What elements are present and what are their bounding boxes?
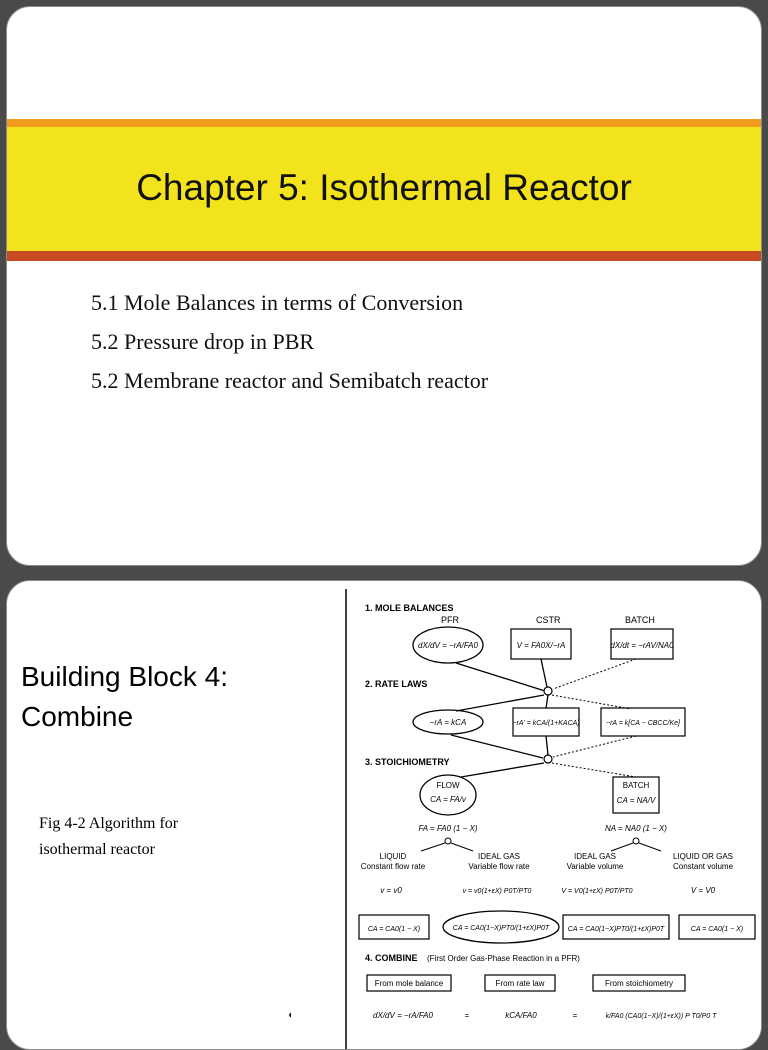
constant-volume-concentration-box <box>678 914 756 940</box>
ideal-gas-flow-relation: v = v0(1+εX) P0T/PT0 <box>463 888 532 895</box>
from-mole-balance-label: From mole balance <box>375 979 444 988</box>
rate-law-1-equation: −rA = kCA <box>430 718 467 727</box>
batch-balance-box <box>610 628 674 660</box>
step-1-label: 1. MOLE BALANCES <box>365 603 454 613</box>
liquid-or-gas-sub-label: Constant volume <box>673 862 734 871</box>
gas-flow-concentration-equation: CA = CA0(1−X)PT0/(1+εX)P0T <box>453 925 550 932</box>
figure-caption: Fig 4-2 Algorithm for isothermal reactor <box>39 811 239 863</box>
flow-oval <box>419 774 477 816</box>
section-item: 5.1 Mole Balances in terms of Conversion <box>91 290 464 315</box>
ideal-gas-2-sub-label: Variable volume <box>567 862 624 871</box>
constant-volume-relation: V = V0 <box>691 886 716 895</box>
batch-stoich-equation: CA = NA/V <box>617 796 656 805</box>
step-2-label: 2. RATE LAWS <box>365 679 427 689</box>
title-band <box>7 119 761 255</box>
from-mole-balance-box <box>366 974 452 992</box>
ideal-gas-2-label: IDEAL GAS <box>574 852 616 861</box>
liquid-sub-label: Constant flow rate <box>361 862 426 871</box>
equals-sign: = <box>573 1011 578 1020</box>
from-rate-law-label: From rate law <box>496 979 545 988</box>
rate-law-2-equation: −rA' = kCA/(1+KACA) <box>512 720 579 727</box>
from-stoichiometry-label: From stoichiometry <box>605 979 673 988</box>
equals-sign: = <box>465 1011 470 1020</box>
liquid-volume-relation: v = v0 <box>380 886 402 895</box>
from-rate-law-box <box>484 974 556 992</box>
batch-balance-equation: dX/dt = −rAV/NA0 <box>610 641 674 650</box>
ideal-gas-volume-relation: V = V0(1+εX) P0T/PT0 <box>561 888 632 895</box>
title-band-bottom-stripe <box>7 251 761 261</box>
slide-heading-line-2: Combine <box>21 701 134 732</box>
slide-title: Chapter 5: Isothermal Reactor <box>136 167 632 208</box>
step-4-label: 4. COMBINE <box>365 953 418 963</box>
section-item: 5.2 Pressure drop in PBR <box>91 329 315 354</box>
slide-2: Building Block 4: Combine Fig 4-2 Algori… <box>6 580 762 1050</box>
combine-mole-balance-term: dX/dV = −rA/FA0 <box>373 1011 433 1020</box>
rate-law-3-equation: −rA = k[CA − CBCC/Ke] <box>606 720 681 727</box>
step-3-label: 3. STOICHIOMETRY <box>365 757 450 767</box>
flow-equation: CA = FA/v <box>430 795 467 804</box>
section-item: 5.2 Membrane reactor and Semibatch react… <box>91 368 489 393</box>
flow-conversion-equation: FA = FA0 (1 − X) <box>419 824 478 833</box>
batch-stoich-box <box>612 776 660 814</box>
gas-volume-concentration-box <box>562 914 670 940</box>
pfr-balance-oval <box>412 626 484 664</box>
batch-stoich-label: BATCH <box>623 781 650 790</box>
slide-heading: Building Block 4: Combine <box>21 657 228 737</box>
slide-heading-line-1: Building Block 4: <box>21 661 229 692</box>
batch-label: BATCH <box>625 615 655 625</box>
rate-law-1-oval <box>412 709 484 735</box>
batch-conversion-equation: NA = NA0 (1 − X) <box>605 824 667 833</box>
cstr-balance-equation: V = FA0X/−rA <box>517 641 566 650</box>
constant-volume-concentration-equation: CA = CA0(1 − X) <box>691 926 743 933</box>
rate-law-3-box <box>600 707 686 737</box>
title-band-top-stripe <box>7 119 761 127</box>
combine-rate-law-term: kCA/FA0 <box>505 1011 537 1020</box>
cstr-label: CSTR <box>536 615 561 625</box>
combine-stoichiometry-term: k/FA0 (CA0(1−X)/(1+εX)) P T0/P0 T <box>606 1013 718 1020</box>
liquid-concentration-equation: CA = CA0(1 − X) <box>368 926 420 933</box>
liquid-concentration-box <box>358 914 430 940</box>
gas-volume-concentration-equation: CA = CA0(1−X)PT0/(1+εX)P0T <box>568 926 665 933</box>
figure-caption-line-2: isothermal reactor <box>39 841 155 858</box>
algorithm-figure: 1. MOLE BALANCES PFR CSTR BATCH dX/dV = … <box>291 583 761 1049</box>
from-stoichiometry-box <box>592 974 686 992</box>
pfr-balance-equation: dX/dV = −rA/FA0 <box>418 641 478 650</box>
flow-label: FLOW <box>436 781 460 790</box>
pfr-label: PFR <box>441 615 460 625</box>
slide-1: Chapter 5: Isothermal Reactor 5.1 Mole B… <box>6 6 762 566</box>
algorithm-figure-drawing: 1. MOLE BALANCES PFR CSTR BATCH dX/dV = … <box>345 589 756 1049</box>
ideal-gas-1-label: IDEAL GAS <box>478 852 520 861</box>
gas-concentration-oval <box>442 910 560 944</box>
step-4-note: (First Order Gas-Phase Reaction in a PFR… <box>427 954 580 963</box>
ideal-gas-1-sub-label: Variable flow rate <box>468 862 530 871</box>
section-list: 5.1 Mole Balances in terms of Conversion… <box>91 283 488 400</box>
figure-caption-line-1: Fig 4-2 Algorithm for <box>39 815 179 832</box>
liquid-or-gas-label: LIQUID OR GAS <box>673 852 733 861</box>
liquid-label: LIQUID <box>380 852 407 861</box>
